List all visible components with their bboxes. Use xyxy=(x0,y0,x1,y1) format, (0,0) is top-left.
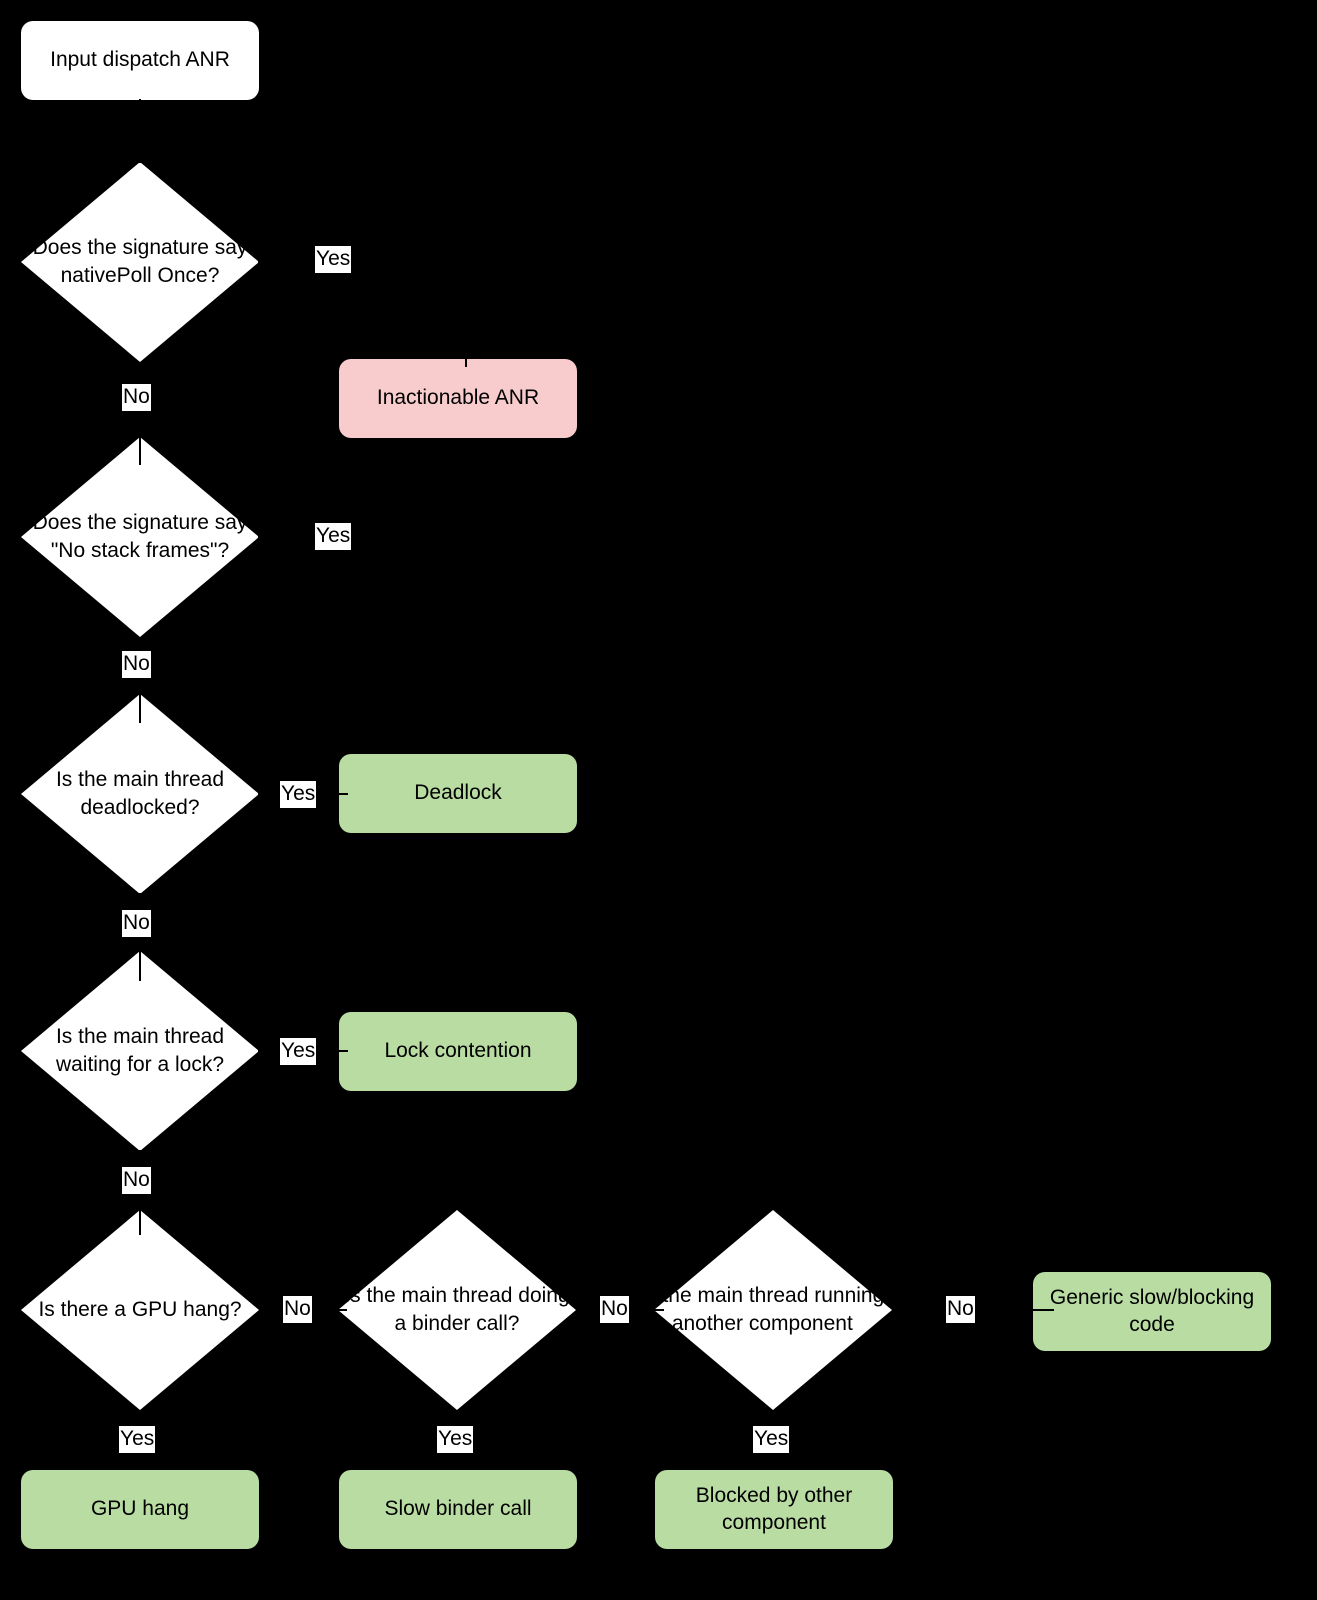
node-result-generic-slow-blocking-code[interactable]: Generic slow/blocking code xyxy=(1033,1272,1271,1351)
node-result-gpu-hang[interactable]: GPU hang xyxy=(21,1470,259,1549)
node-question-main-thread-waiting-for-lock[interactable]: Is the main thread waiting for a lock? xyxy=(21,951,259,1151)
node-input-dispatch-anr[interactable]: Input dispatch ANR xyxy=(21,21,259,100)
node-label: Is the main thread waiting for a lock? xyxy=(55,1025,225,1076)
node-result-inactionable-anr[interactable]: Inactionable ANR xyxy=(339,359,577,438)
node-question-gpu-hang[interactable]: Is there a GPU hang? xyxy=(21,1210,259,1410)
edge-start-to-nativepollonce xyxy=(139,99,141,163)
edge-label-nativepollonce-yes: Yes xyxy=(315,246,352,274)
node-question-binder-call[interactable]: Is the main thread doing a binder call? xyxy=(338,1210,576,1410)
edge-label-waitinglock-no: No xyxy=(122,1167,151,1195)
edge-label-nostackframes-no: No xyxy=(122,651,151,679)
edge-label-waitinglock-yes: Yes xyxy=(280,1038,317,1066)
node-label: Lock contention xyxy=(384,1039,532,1063)
edge-label-gpuhang-no: No xyxy=(283,1296,312,1324)
edge-label-nostackframes-yes: Yes xyxy=(315,523,352,551)
node-label: Inactionable ANR xyxy=(376,386,540,410)
edge-label-deadlocked-no: No xyxy=(122,910,151,938)
node-result-deadlock[interactable]: Deadlock xyxy=(339,754,577,833)
node-label: Is the main thread deadlocked? xyxy=(55,768,225,819)
edge-nativepollonce-yes-down xyxy=(465,261,467,367)
edge-nativepollonce-no xyxy=(139,362,141,465)
node-label: Is there a GPU hang? xyxy=(38,1298,242,1322)
edge-label-bindercall-no: No xyxy=(600,1296,629,1324)
node-label: Generic slow/blocking code xyxy=(1049,1285,1255,1336)
edge-label-deadlocked-yes: Yes xyxy=(280,781,317,809)
edge-label-othercomponent-no: No xyxy=(946,1296,975,1324)
node-label: GPU hang xyxy=(90,1497,190,1521)
node-label: Does the signature say nativePoll Once? xyxy=(32,236,248,287)
edge-label-nativepollonce-no: No xyxy=(122,384,151,412)
node-result-blocked-by-other-component[interactable]: Blocked by other component xyxy=(655,1470,893,1549)
node-label: Input dispatch ANR xyxy=(50,48,230,72)
node-question-running-another-component[interactable]: Is the main thread running another compo… xyxy=(640,1210,892,1410)
node-label: Does the signature say "No stack frames"… xyxy=(32,511,248,562)
edge-label-gpuhang-yes: Yes xyxy=(119,1426,156,1454)
node-label: Deadlock xyxy=(414,781,502,805)
node-label: Slow binder call xyxy=(384,1497,532,1521)
edge-label-bindercall-yes: Yes xyxy=(437,1426,474,1454)
node-question-no-stack-frames[interactable]: Does the signature say "No stack frames"… xyxy=(21,437,259,637)
edge-nativepollonce-yes xyxy=(258,261,466,263)
edge-label-othercomponent-yes: Yes xyxy=(753,1426,790,1454)
node-result-slow-binder-call[interactable]: Slow binder call xyxy=(339,1470,577,1549)
node-label: Is the main thread running another compo… xyxy=(640,1284,885,1335)
edge-nostackframes-yes xyxy=(258,536,466,538)
edge-nostackframes-no xyxy=(139,638,141,723)
node-question-nativepollonce[interactable]: Does the signature say nativePoll Once? xyxy=(21,162,259,362)
node-question-main-thread-deadlocked[interactable]: Is the main thread deadlocked? xyxy=(21,694,259,894)
node-label: Is the main thread doing a binder call? xyxy=(344,1284,570,1335)
node-label: Blocked by other component xyxy=(695,1483,853,1534)
node-result-lock-contention[interactable]: Lock contention xyxy=(339,1012,577,1091)
